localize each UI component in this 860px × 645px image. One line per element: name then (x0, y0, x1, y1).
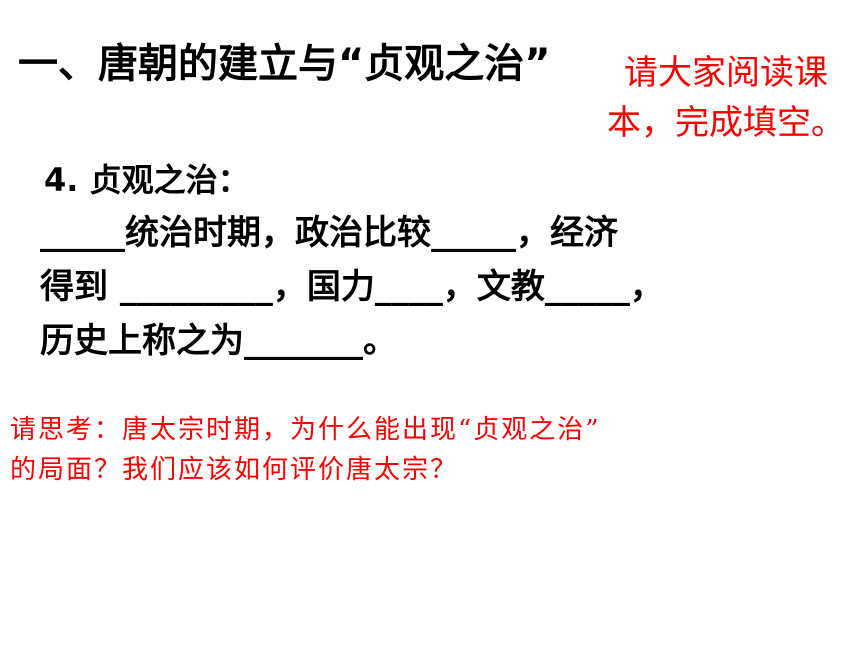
section-heading: 4. 贞观之治： (44, 161, 250, 199)
fill-blank-line: 历史上称之为_______。 (40, 321, 397, 361)
think-question-line: 的局面？我们应该如何评价唐太宗？ (10, 455, 459, 485)
fill-blank-section: 4. 贞观之治： _____统治时期，政治比较_____，经济 得到 _____… (40, 158, 840, 368)
slide-title: 一、唐朝的建立与“贞观之治” (18, 41, 551, 87)
fill-blank-line: 得到 _________，国力____，文教_____， (40, 267, 664, 307)
fill-blank-line: _____统治时期，政治比较_____，经济 (40, 213, 618, 253)
fill-blank-paragraph: _____统治时期，政治比较_____，经济 得到 _________，国力__… (40, 206, 840, 368)
think-question-line: 请思考：唐太宗时期，为什么能出现“贞观之治” (10, 415, 601, 445)
think-question: 请思考：唐太宗时期，为什么能出现“贞观之治” 的局面？我们应该如何评价唐太宗？ (10, 410, 830, 490)
reading-instruction: 请大家阅读课本，完成填空。 (607, 53, 845, 143)
